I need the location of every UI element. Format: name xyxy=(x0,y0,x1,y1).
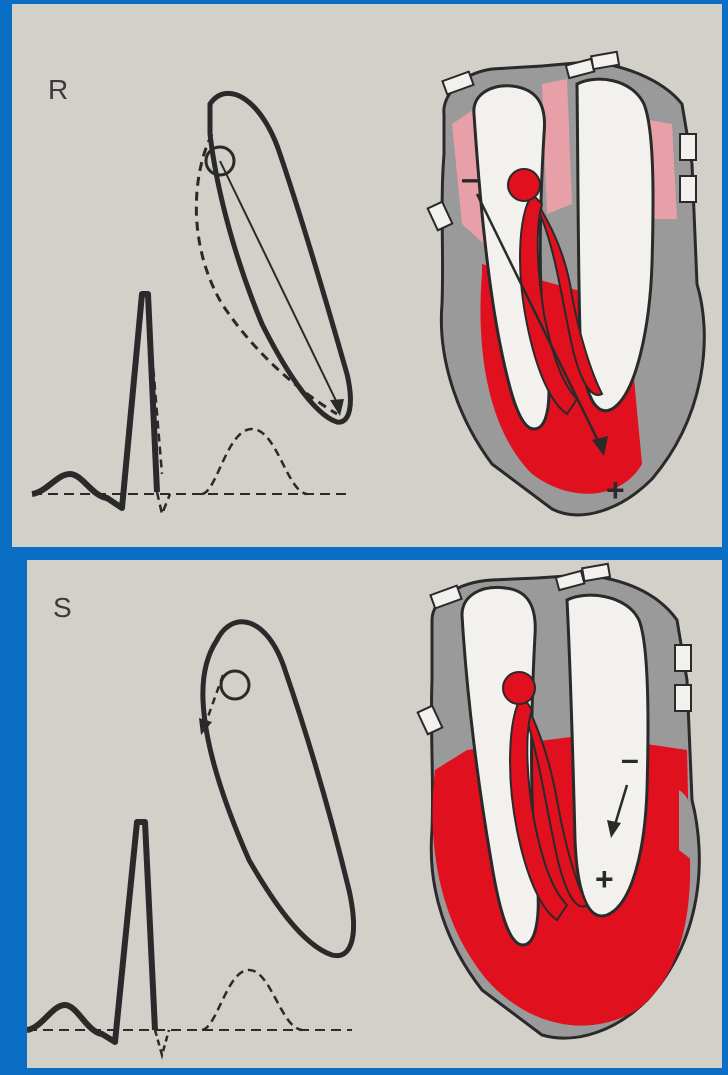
ecg-trace xyxy=(32,294,352,514)
vector-loop xyxy=(199,622,354,956)
vector-loop xyxy=(196,93,350,422)
polarity-plus: + xyxy=(595,861,614,897)
panel-r-drawing: – + xyxy=(12,4,722,547)
polarity-minus: – xyxy=(621,741,639,777)
heart-diagram xyxy=(428,52,705,515)
polarity-plus: + xyxy=(606,472,625,508)
panel-s: S xyxy=(27,560,722,1068)
panel-r: R xyxy=(12,4,722,547)
panel-s-drawing: – + xyxy=(27,560,722,1068)
heart-diagram xyxy=(418,564,700,1038)
polarity-minus: – xyxy=(461,160,480,198)
